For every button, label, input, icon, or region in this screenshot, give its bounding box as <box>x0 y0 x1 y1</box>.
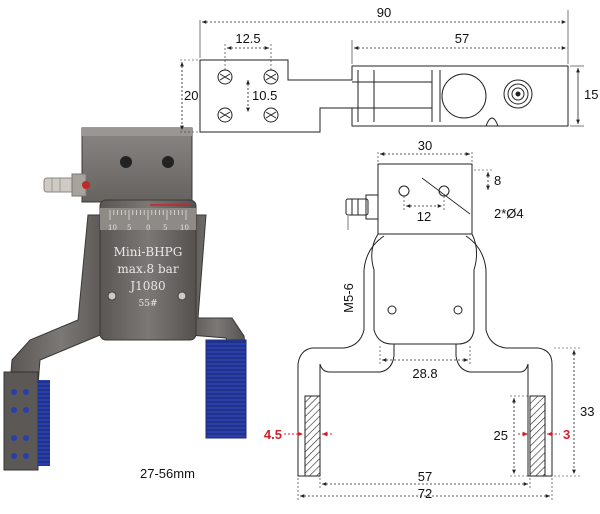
body-screw-left <box>107 291 117 301</box>
front-view-dimensions <box>300 152 576 498</box>
top-view-drawing <box>178 10 584 133</box>
dim-hole-spec: 2*Ø4 <box>494 206 524 221</box>
top-view-dimensions <box>180 20 580 130</box>
right-finger-arm <box>187 214 247 353</box>
engraving-code: J1080 <box>128 279 165 293</box>
engraving-number: 55# <box>139 299 158 309</box>
dim-height: 20 <box>184 88 198 103</box>
gripper-lower-body <box>99 199 197 341</box>
scale-label: 10 <box>180 224 189 232</box>
dim-body-height: 15 <box>584 87 598 102</box>
scale-label: 5 <box>127 224 131 232</box>
scale-label: 0 <box>146 224 150 232</box>
front-view-right-jaw <box>529 395 546 477</box>
dim-body-width: 30 <box>418 138 432 153</box>
fitting-red-ring <box>82 181 90 189</box>
dim-jaw-face-height: 25 <box>494 428 508 443</box>
dim-inner-width: 28.8 <box>412 366 437 381</box>
gripper-photo: 10 5 0 5 10 Mini-BHPG max.8 bar J1080 55… <box>3 127 247 471</box>
dim-overall-width: 90 <box>377 5 391 20</box>
dim-hole-offset-x: 12 <box>417 209 431 224</box>
air-fitting <box>43 173 87 197</box>
body-screw-right <box>177 291 187 301</box>
front-view-hole-left <box>398 185 410 197</box>
dim-hole-spacing-y: 10.5 <box>252 88 277 103</box>
front-view-body <box>371 233 478 345</box>
left-jaw-bolts <box>11 389 29 459</box>
engraving-model: Mini-BHPG <box>114 245 183 259</box>
left-jaw-block <box>3 371 39 471</box>
dim-hole-offset-y: 8 <box>494 173 501 188</box>
top-block-hole-right <box>162 156 174 168</box>
dim-right-jaw-thickness: 3 <box>563 427 570 442</box>
top-view-holes <box>217 69 279 123</box>
left-jaw-pad <box>38 380 50 466</box>
dim-jaw-gap: 57 <box>418 469 432 484</box>
dim-jaw-height: 33 <box>580 404 594 419</box>
dim-hole-spacing-x: 12.5 <box>235 31 260 46</box>
front-view-fitting <box>345 194 379 230</box>
scale-ticks <box>109 210 187 220</box>
stroke-range-caption: 27-56mm <box>140 466 195 481</box>
scale-label: 5 <box>163 224 167 232</box>
top-block-hole-left <box>120 156 132 168</box>
front-view-drawing <box>297 150 580 500</box>
front-view-right-arm <box>455 235 553 477</box>
top-view-outline <box>199 59 569 133</box>
top-view-piston <box>441 73 487 119</box>
left-finger-arm <box>9 214 113 386</box>
dim-body-length: 57 <box>455 31 469 46</box>
front-view-left-jaw <box>304 395 321 477</box>
top-view-port <box>503 79 533 109</box>
dim-port: M5-6 <box>341 283 356 313</box>
dim-left-jaw-thickness: 4.5 <box>264 427 282 442</box>
scale-label: 10 <box>108 224 117 232</box>
scale-labels: 10 5 0 5 10 <box>108 224 189 232</box>
dim-overall-width-front: 72 <box>418 486 432 501</box>
front-view-left-arm <box>297 235 395 477</box>
engraving-pressure: max.8 bar <box>117 262 178 276</box>
right-jaw-pad <box>205 339 247 439</box>
gripper-top-block <box>81 127 193 203</box>
